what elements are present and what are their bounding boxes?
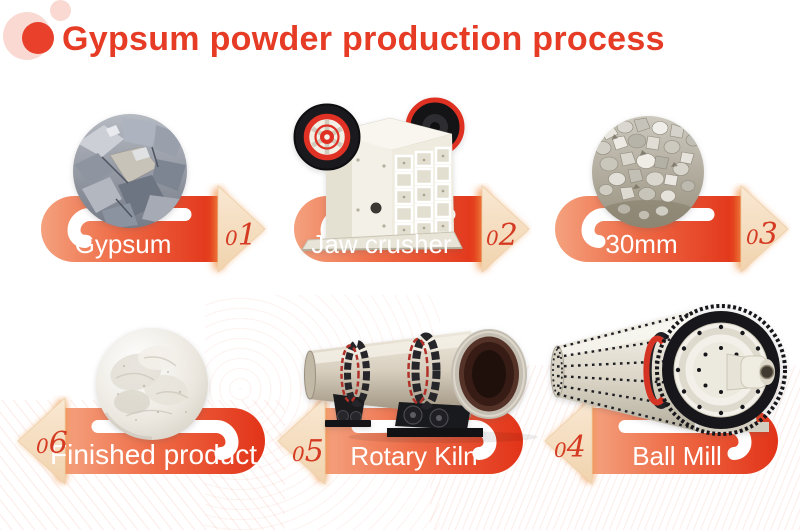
step-label: Finished product — [50, 439, 258, 470]
support-stand-right — [387, 402, 483, 437]
rear-flywheel — [405, 97, 465, 157]
deco-circle-pale-small — [50, 0, 71, 21]
step-label: Ball Mill — [632, 441, 722, 471]
support-stand-left — [325, 394, 371, 427]
gypsum-rock-photo — [73, 114, 187, 228]
step-number: 01 — [225, 218, 257, 253]
background-pattern-arcs-center — [205, 295, 440, 530]
step-number: 02 — [486, 218, 518, 253]
flow-banner-arrow-right — [294, 185, 530, 273]
gypsum-powder-photo — [96, 328, 208, 440]
flow-banner-arrow-left — [544, 397, 778, 485]
page-title: Gypsum powder production process — [62, 20, 665, 58]
main-flywheel — [293, 103, 361, 171]
rotary-kiln-photo — [304, 329, 538, 443]
step-number: 05 — [292, 434, 324, 469]
step-number: 03 — [746, 217, 778, 252]
step-number: 04 — [554, 430, 586, 465]
flow-banner-arrow-left — [17, 397, 265, 485]
step-label: Gypsum — [74, 229, 172, 259]
flow-banner-arrow-right — [555, 185, 789, 273]
deco-circle-red — [22, 22, 54, 54]
step-label: Jaw crusher — [311, 229, 452, 259]
step-label: Rotary Kiln — [350, 441, 478, 471]
background-pattern-lines-left — [0, 400, 285, 530]
kiln-mouth — [451, 329, 527, 419]
step-number: 06 — [36, 426, 68, 461]
crushed-stone-photo — [592, 116, 704, 228]
flow-banner-arrow-left — [277, 397, 523, 485]
flow-banner-arrow-right — [41, 185, 266, 273]
ball-mill-photo — [550, 304, 787, 436]
background-pattern-lines-right — [430, 365, 800, 530]
step-label: 30mm — [605, 229, 678, 259]
jaw-crusher-photo — [293, 97, 465, 251]
